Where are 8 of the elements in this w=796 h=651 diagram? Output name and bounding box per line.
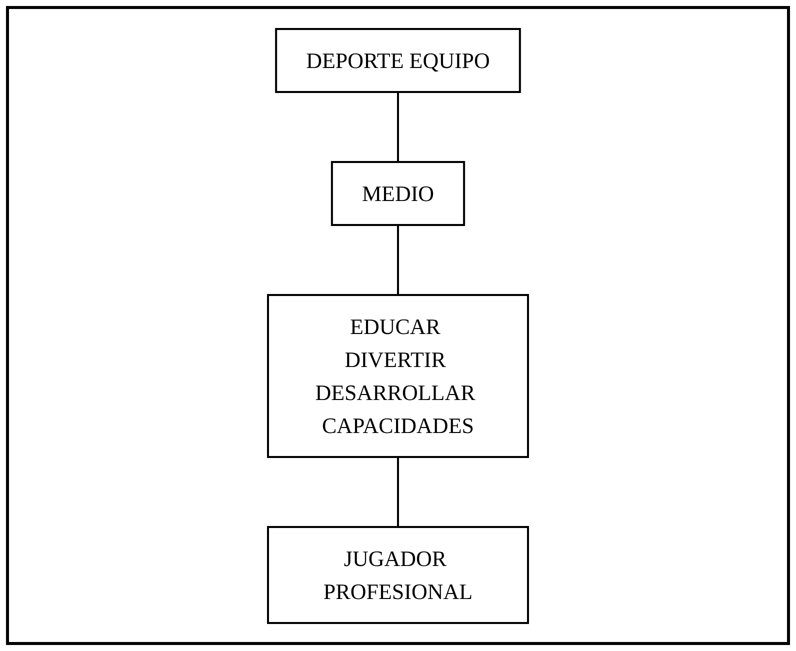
page-frame: DEPORTE EQUIPO MEDIO EDUCAR DIVERTIR DESARROLLAR CAPACIDADES JUGADOR PROFESIONAL — [6, 6, 790, 645]
node-box — [267, 294, 529, 458]
connector — [397, 92, 399, 162]
connector — [397, 224, 399, 294]
node-box — [275, 28, 521, 92]
node-box — [267, 526, 529, 624]
connector — [397, 456, 399, 526]
node-box — [330, 160, 466, 226]
